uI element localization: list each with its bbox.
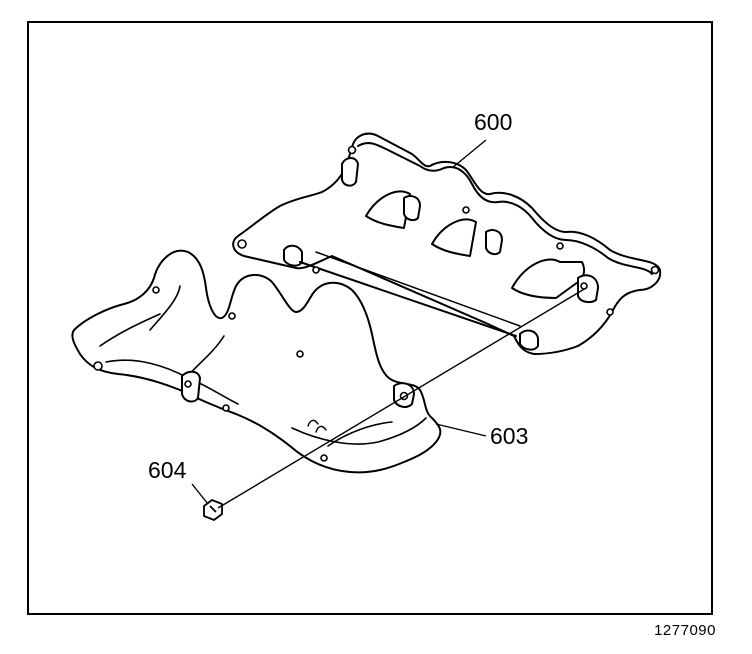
callout-604: 604 (148, 457, 187, 483)
bolt (203, 499, 223, 521)
manifold-bolt-holes (237, 145, 660, 316)
callout-600: 600 (474, 109, 512, 135)
heat-shield (71, 249, 442, 474)
callout-603: 603 (490, 423, 528, 449)
leader-lines (191, 139, 487, 505)
diagram-frame (27, 21, 713, 615)
installation-line (217, 287, 587, 509)
heat-shield-holes (93, 286, 409, 462)
figure-id: 1277090 (654, 622, 716, 639)
exhaust-manifold (232, 132, 662, 355)
